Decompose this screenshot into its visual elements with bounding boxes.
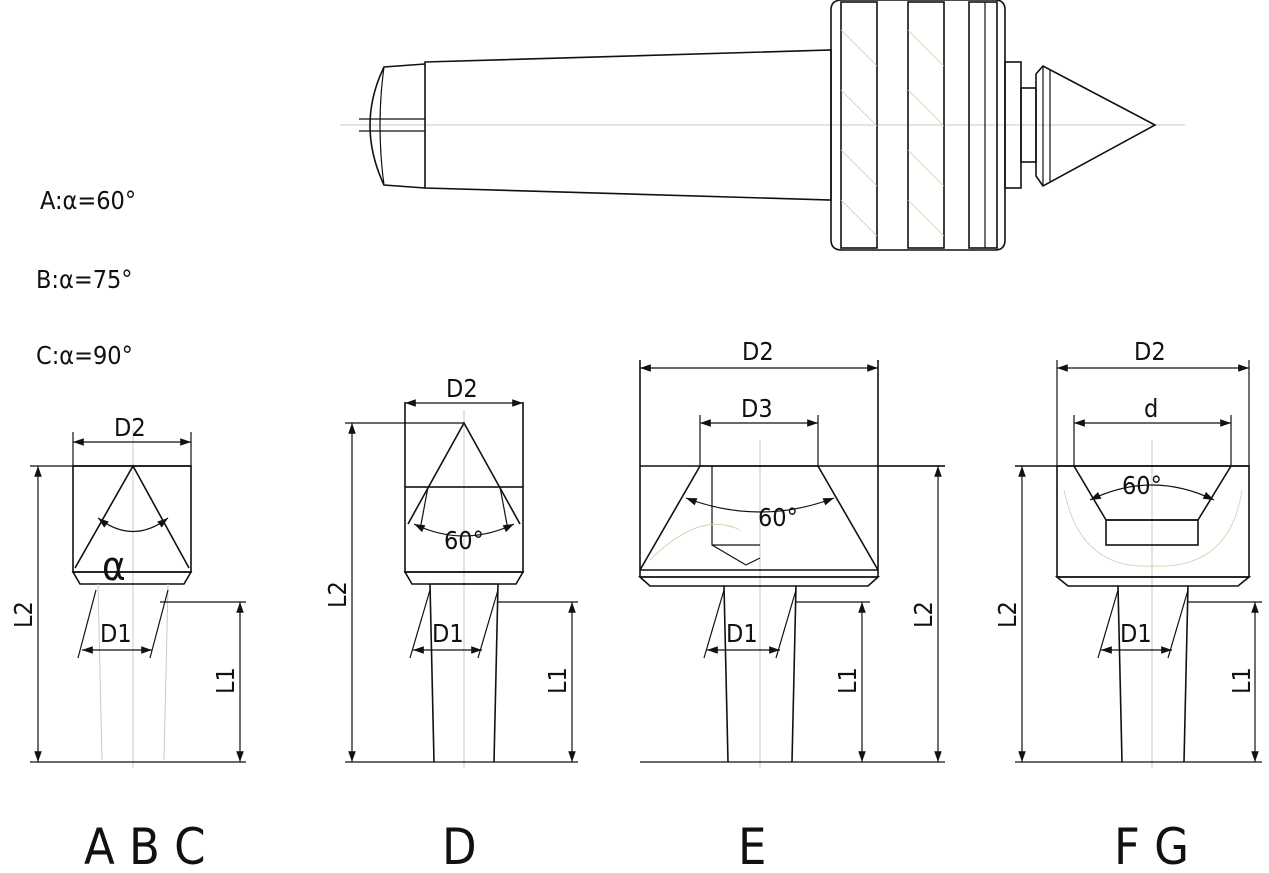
type-d-label: D — [442, 818, 477, 873]
fg-l2-label: L2 — [993, 601, 1022, 628]
legend-a: A:α=60° — [40, 186, 136, 215]
fg-angle-label: 60° — [1122, 471, 1162, 500]
fg-l1-label: L1 — [1227, 667, 1256, 694]
d-d1-label: D1 — [432, 619, 464, 648]
alpha-legend: A:α=60° B:α=75° C:α=90° — [36, 186, 136, 370]
e-d2-label: D2 — [742, 337, 774, 366]
d-angle-label: 60° — [444, 526, 484, 555]
d-d2-label: D2 — [446, 374, 478, 403]
legend-c: C:α=90° — [36, 341, 133, 370]
abc-d1-label: D1 — [100, 619, 132, 648]
e-l2-label: L2 — [909, 601, 938, 628]
legend-b: B:α=75° — [36, 265, 133, 294]
type-fg-label: F G — [1114, 818, 1189, 873]
e-angle-label: 60° — [758, 503, 798, 532]
fg-d-label: d — [1144, 394, 1158, 423]
type-e-drawing: 60° D2 D3 D1 L2 L1 E — [637, 337, 945, 873]
type-abc-label: A B C — [84, 818, 206, 873]
type-abc-drawing: α D2 D1 L2 L1 A B C — [9, 413, 246, 873]
fg-d2-label: D2 — [1134, 337, 1166, 366]
e-d1-label: D1 — [726, 619, 758, 648]
fg-d1-label: D1 — [1120, 619, 1152, 648]
type-fg-drawing: 60° D2 d D1 L2 L1 F G — [993, 337, 1262, 873]
e-l1-label: L1 — [833, 667, 862, 694]
e-d3-label: D3 — [741, 394, 773, 423]
d-l2-label: L2 — [323, 581, 352, 608]
type-e-label: E — [738, 818, 766, 873]
abc-l1-label: L1 — [211, 667, 240, 694]
type-d-drawing: 60° D2 D1 L2 L1 D — [323, 374, 578, 873]
live-center-drawing — [340, 0, 1185, 251]
alpha-symbol: α — [102, 544, 126, 590]
d-l1-label: L1 — [543, 667, 572, 694]
abc-d2-label: D2 — [114, 413, 146, 442]
knurl-hatching — [840, 29, 945, 237]
abc-l2-label: L2 — [9, 601, 38, 628]
